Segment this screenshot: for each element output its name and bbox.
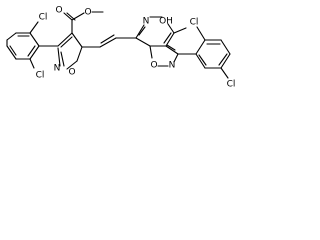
right-dichlorophenyl-ring <box>177 26 231 79</box>
isoxazole-nitrogen-label: N <box>54 64 61 74</box>
left-dichlorophenyl-ring <box>6 21 40 69</box>
isoxazole-oxygen-label: O <box>150 61 157 71</box>
chlorine-atom-label: Cl <box>39 13 48 23</box>
carbonyl-oxygen-label: O <box>55 6 62 16</box>
molecule-diagram: Cl Cl O O N O N OH O N Cl Cl <box>0 0 254 94</box>
chlorine-atom-label: Cl <box>227 80 236 90</box>
structure-svg: Cl Cl O O N O N OH O N Cl Cl <box>6 6 236 90</box>
isoxazole-nitrogen-label: N <box>169 61 176 71</box>
left-isoxazole-ring <box>38 32 83 70</box>
methyl-ester-group <box>63 11 104 34</box>
vinyl-linker <box>81 34 137 48</box>
pyridine-nitrogen-label: N <box>143 17 150 27</box>
chlorine-atom-label: Cl <box>190 18 199 28</box>
ester-oxygen-label: O <box>84 8 91 18</box>
right-isoxazole-ring <box>149 44 179 67</box>
isoxazole-oxygen-label: O <box>68 68 75 78</box>
chlorine-atom-label: Cl <box>36 71 45 81</box>
hydroxyl-label: OH <box>159 17 173 27</box>
pyridine-ring <box>135 16 187 47</box>
